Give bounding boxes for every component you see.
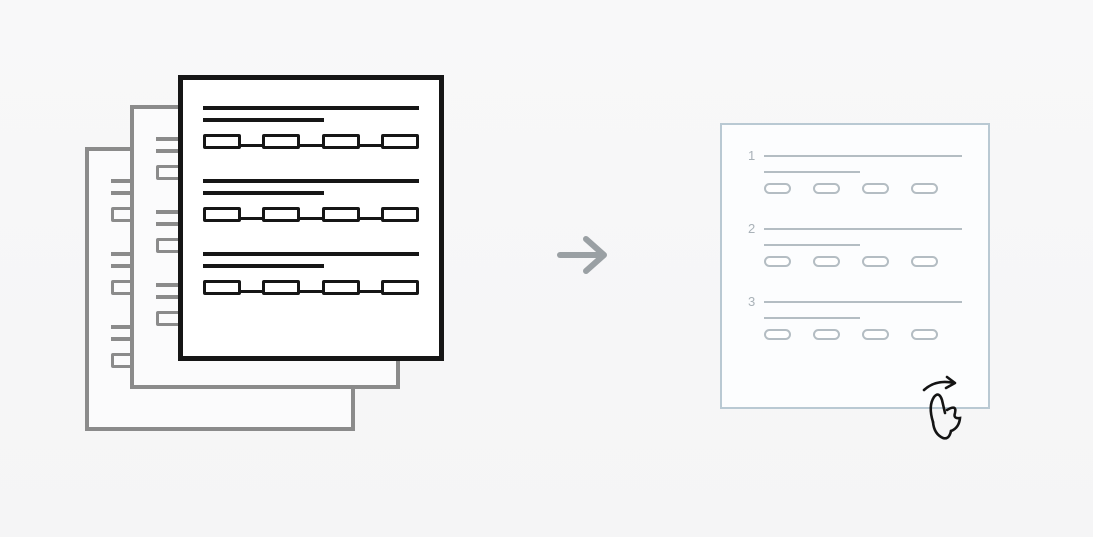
option-pill (911, 329, 938, 340)
question-number: 1 (748, 148, 756, 163)
quiz-page: 1 2 (720, 123, 990, 409)
question-block (203, 179, 419, 222)
question-header: 3 (748, 295, 962, 308)
options-baseline (203, 290, 419, 293)
question-block (203, 106, 419, 149)
question-header: 1 (748, 149, 962, 162)
question-rule (764, 227, 962, 230)
options-row (203, 206, 419, 222)
question-options (764, 329, 962, 340)
question-header: 2 (748, 222, 962, 235)
option-box (321, 206, 360, 222)
option-box (203, 206, 241, 222)
option-box (380, 133, 419, 149)
question-title-rule (764, 317, 861, 319)
hand-pointer-icon (916, 374, 982, 444)
option-box (203, 133, 241, 149)
arrow-right-icon (556, 232, 614, 278)
option-pill (862, 256, 889, 267)
option-box (380, 279, 419, 295)
option-box (262, 279, 301, 295)
option-box (203, 279, 241, 295)
option-pill (764, 183, 791, 194)
option-pill (813, 256, 840, 267)
options-baseline (203, 217, 419, 220)
option-box (262, 206, 301, 222)
option-box (321, 279, 360, 295)
option-pill (764, 329, 791, 340)
subtitle-rule (203, 264, 324, 268)
option-pill (813, 183, 840, 194)
option-box (262, 133, 301, 149)
options-row (203, 133, 419, 149)
question-options (764, 256, 962, 267)
question-number: 2 (748, 221, 756, 236)
subtitle-rule (203, 118, 324, 122)
option-pill (813, 329, 840, 340)
option-pill (764, 256, 791, 267)
title-rule (203, 106, 419, 110)
stacked-page-front (178, 75, 444, 361)
option-pill (862, 183, 889, 194)
option-box (380, 206, 419, 222)
option-box (321, 133, 360, 149)
question-block (203, 252, 419, 295)
options-baseline (203, 144, 419, 147)
option-pill (911, 183, 938, 194)
quiz-question-block: 1 (748, 149, 962, 194)
quiz-question-block: 3 (748, 295, 962, 340)
title-rule (203, 179, 419, 183)
title-rule (203, 252, 419, 256)
question-number: 3 (748, 294, 756, 309)
question-rule (764, 154, 962, 157)
option-pill (862, 329, 889, 340)
options-row (203, 279, 419, 295)
question-options (764, 183, 962, 194)
option-pill (911, 256, 938, 267)
subtitle-rule (203, 191, 324, 195)
question-title-rule (764, 244, 861, 246)
quiz-question-block: 2 (748, 222, 962, 267)
question-title-rule (764, 171, 861, 173)
question-rule (764, 300, 962, 303)
